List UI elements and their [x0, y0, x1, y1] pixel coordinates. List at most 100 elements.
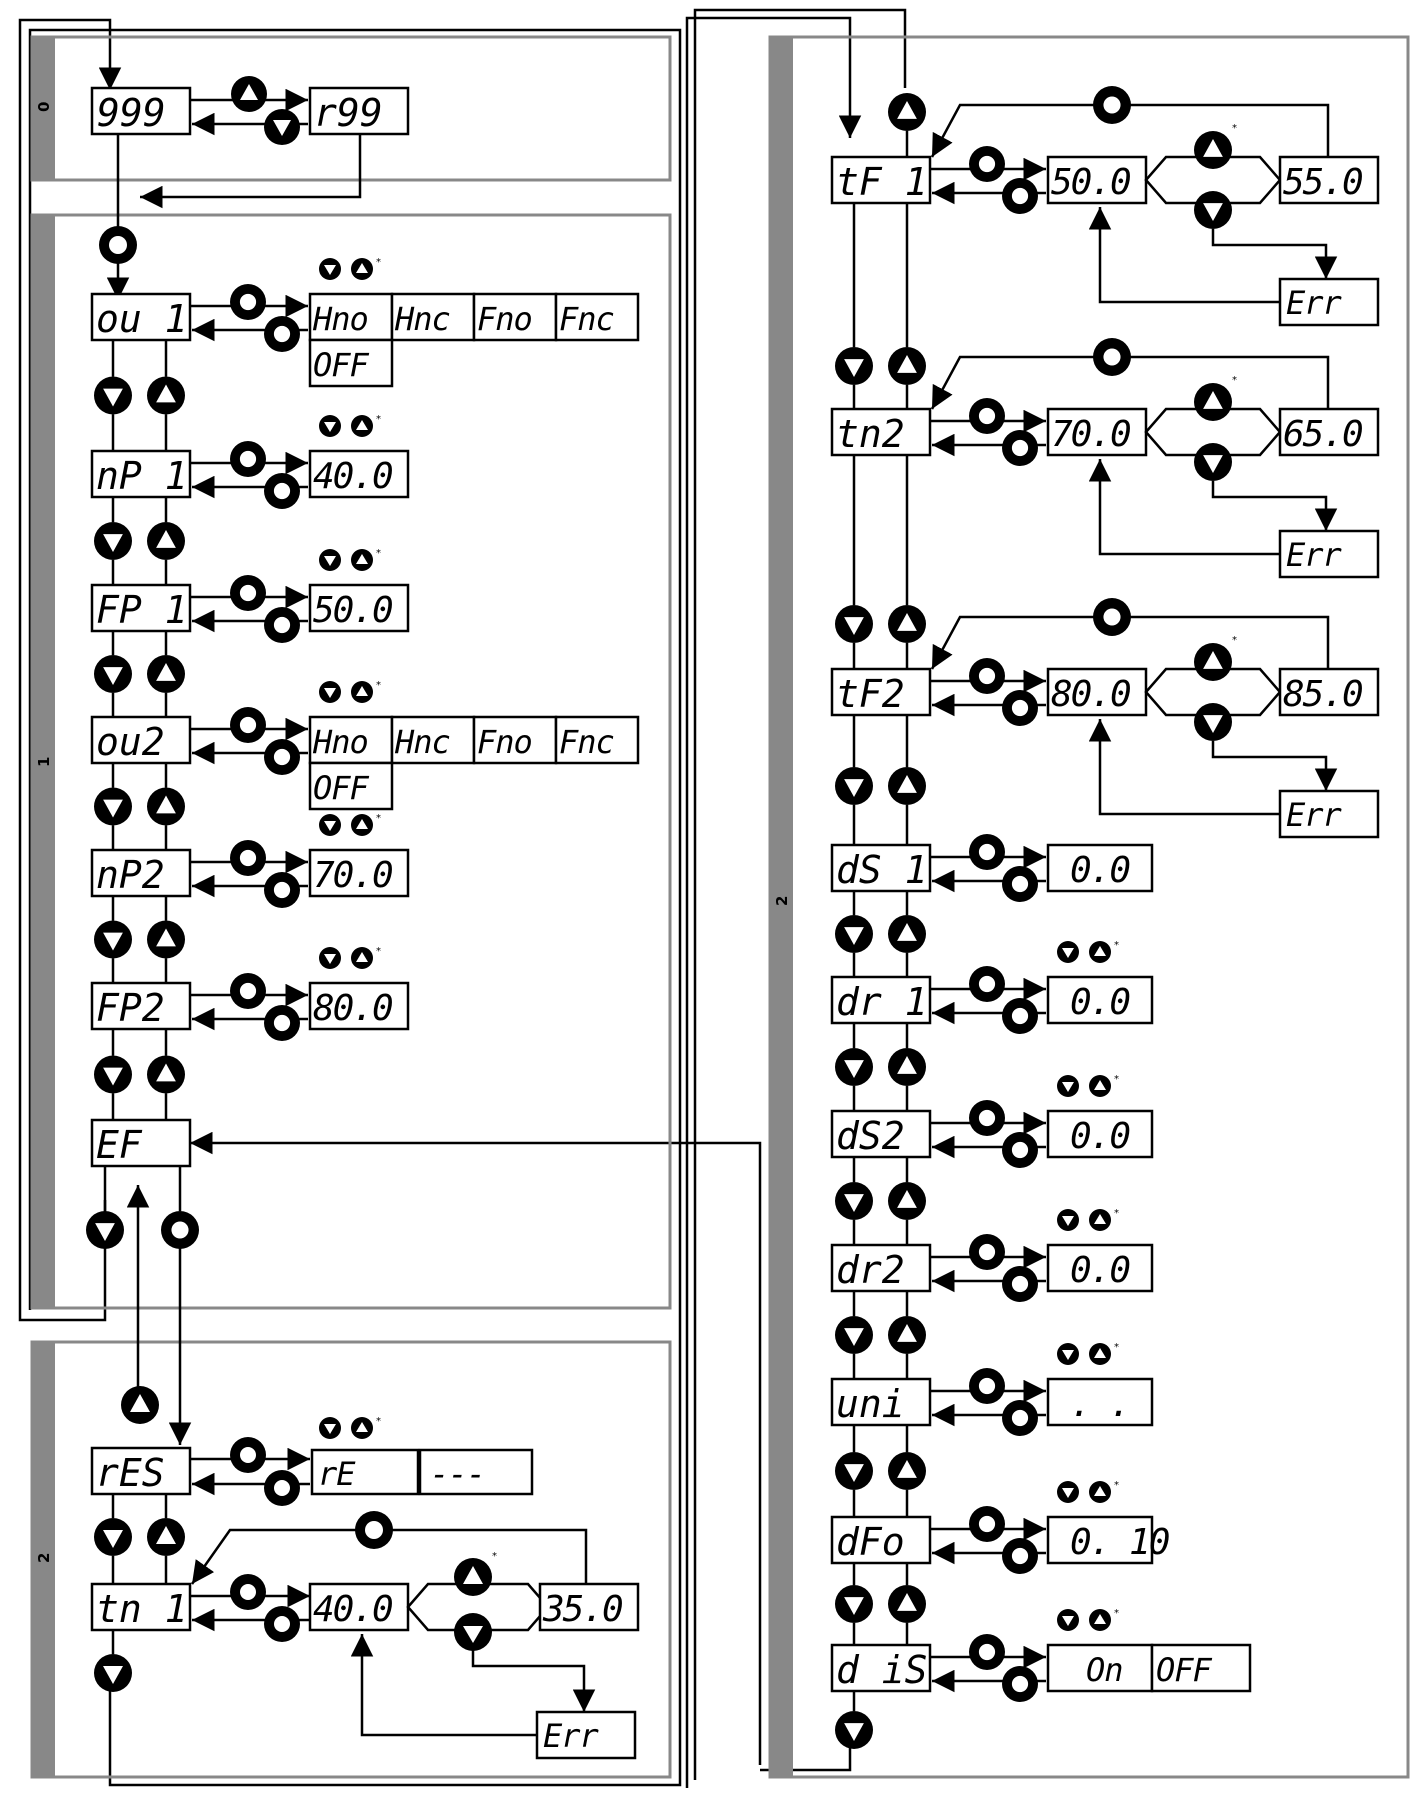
- parameter-code: nP2: [96, 853, 165, 897]
- parameter-code: dFo: [836, 1520, 905, 1564]
- asterisk-mark: *: [376, 548, 381, 559]
- display-999: [90, 86, 192, 136]
- option-box: [554, 292, 640, 342]
- parameter-code: dr2: [836, 1248, 905, 1292]
- option-box: [472, 292, 558, 342]
- level-1-label: 1: [35, 757, 53, 767]
- parameter-display: [830, 1515, 932, 1565]
- option-text: OFF: [313, 346, 370, 384]
- level-0-flow: 999 r99: [90, 76, 410, 300]
- parameter-code: tn2: [836, 412, 905, 456]
- tn1-display: [90, 1582, 192, 1632]
- parameter-code: FP 1: [96, 588, 188, 632]
- parameter-code: dS 1: [836, 848, 928, 892]
- alt-value-text: 85.0: [1283, 674, 1362, 715]
- parameter-display: [830, 843, 932, 893]
- asterisk-mark: *: [376, 1416, 381, 1427]
- parameter-code: nP 1: [96, 454, 188, 498]
- option-text: OFF: [1156, 1651, 1213, 1689]
- value-display: [308, 848, 410, 898]
- parameter-code: tF2: [836, 672, 905, 716]
- parameter-display: [90, 715, 192, 765]
- level-2-left-label: 2: [35, 1553, 53, 1563]
- value-text: 40.0: [313, 456, 392, 497]
- option-text: Hnc: [394, 723, 450, 761]
- error-text: Err: [1286, 284, 1343, 322]
- parameter-display: [830, 975, 932, 1025]
- rE-option: [310, 1448, 420, 1496]
- asterisk-mark: *: [376, 813, 381, 824]
- parameter-display: [830, 155, 932, 205]
- level-2-left-panel: 2: [30, 1340, 672, 1779]
- asterisk-mark: *: [1114, 1608, 1119, 1619]
- alt-value-display: [1278, 667, 1380, 717]
- value-text: 0.0: [1070, 1250, 1129, 1291]
- option-box: [554, 715, 640, 765]
- option-text: Fnc: [559, 723, 614, 761]
- alt-value-display: [1278, 155, 1380, 205]
- parameter-display: [90, 848, 192, 898]
- parameter-display: [830, 407, 932, 457]
- asterisk-mark: *: [1114, 940, 1119, 951]
- value-display: [1046, 1377, 1154, 1427]
- dashes-option: [418, 1448, 534, 1496]
- parameter-code: FP2: [96, 986, 165, 1030]
- tn1-error-text: Err: [543, 1717, 600, 1755]
- display-r99-text: r99: [314, 91, 383, 135]
- parameter-code: dr 1: [836, 980, 928, 1024]
- tn1-alt-value: [538, 1582, 640, 1632]
- display-999-text: 999: [97, 91, 166, 135]
- value-text: 70.0: [1051, 414, 1130, 455]
- asterisk-mark: *: [376, 414, 381, 425]
- level-0-panel: 0: [30, 35, 672, 182]
- asterisk-mark: *: [1114, 1208, 1119, 1219]
- asterisk-mark: *: [376, 257, 381, 268]
- option-text: Fno: [477, 723, 532, 761]
- option-text: OFF: [313, 769, 370, 807]
- option-box: [390, 715, 476, 765]
- tn1-error: [535, 1710, 637, 1760]
- asterisk-mark: *: [1232, 635, 1237, 646]
- parameter-code: ou2: [96, 720, 165, 764]
- option-box: [308, 338, 394, 388]
- option-box: [308, 292, 394, 342]
- error-text: Err: [1286, 796, 1343, 834]
- value-text: 0. 10: [1070, 1522, 1169, 1563]
- value-display: [1046, 975, 1154, 1025]
- value-display: [1046, 1109, 1154, 1159]
- parameter-code: d iS: [836, 1648, 928, 1692]
- level-2-left-flow: rES rE --- * tn 1: [90, 1185, 640, 1760]
- parameter-display: [830, 1243, 932, 1293]
- rES-display: [90, 1446, 192, 1496]
- value-text: 80.0: [313, 988, 392, 1029]
- tn1-text: tn 1: [96, 1587, 188, 1631]
- value-text: 70.0: [313, 855, 392, 896]
- parameter-display: [90, 449, 192, 499]
- alt-value-text: 55.0: [1283, 162, 1362, 203]
- value-display: [1046, 1515, 1154, 1565]
- value-display: [1046, 155, 1148, 205]
- parameter-display: [90, 583, 192, 633]
- asterisk-mark: *: [1232, 375, 1237, 386]
- parameter-display: [830, 1643, 932, 1693]
- parameter-display: [830, 1109, 932, 1159]
- asterisk-mark: *: [1232, 123, 1237, 134]
- rES-text: rES: [96, 1451, 165, 1495]
- asterisk-mark: *: [492, 1551, 497, 1562]
- parameter-code: tF 1: [836, 160, 928, 204]
- level-2-right-panel: 2: [768, 35, 1410, 1779]
- value-text: 0.0: [1070, 982, 1129, 1023]
- option-text: Hno: [312, 723, 368, 761]
- value-text: 50.0: [313, 590, 392, 631]
- value-display: [1046, 843, 1154, 893]
- asterisk-mark: *: [1114, 1074, 1119, 1085]
- asterisk-mark: *: [376, 680, 381, 691]
- error-text: Err: [1286, 536, 1343, 574]
- value-display: [1046, 407, 1148, 457]
- level-2-right-label: 2: [773, 896, 791, 906]
- alt-value-text: 65.0: [1283, 414, 1362, 455]
- parameter-display: [90, 981, 192, 1031]
- parameter-display: [830, 1377, 932, 1427]
